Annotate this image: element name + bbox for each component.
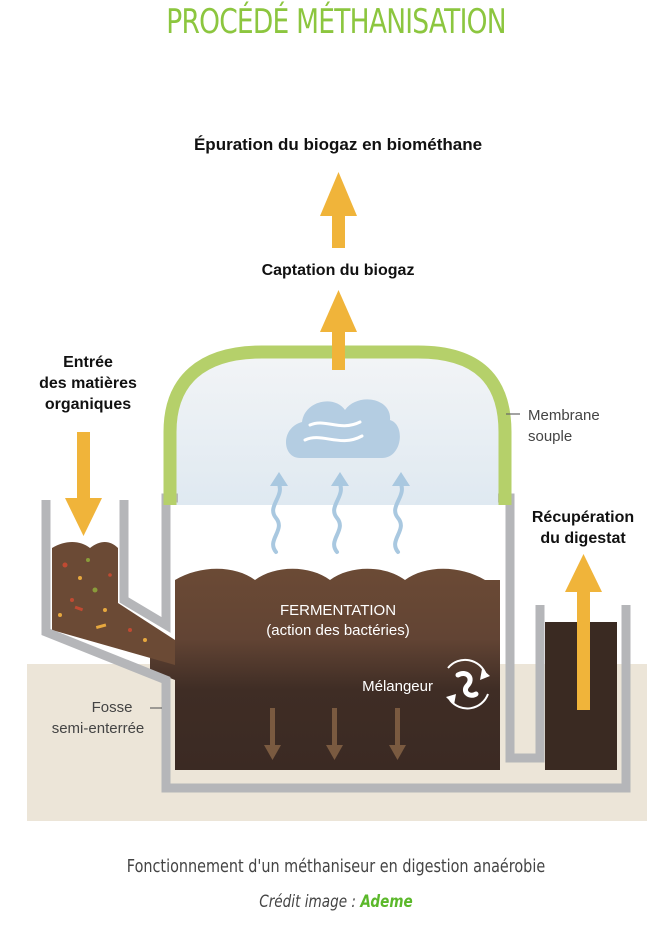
credit-prefix: Crédit image : [259,892,361,912]
methanisation-diagram: Épuration du biogaz en biométhane Captat… [27,135,647,821]
gas-rising-arrows [271,480,404,554]
digestate-mass [150,568,500,770]
label-entree-1: Entrée [63,354,113,371]
page-title: PROCÉDÉ MÉTHANISATION [166,2,506,42]
label-captation: Captation du biogaz [262,262,415,279]
label-fosse-2: semi-enterrée [52,720,145,737]
inlet-material [52,542,175,665]
label-fosse-1: Fosse [92,699,133,716]
label-entree-2: des matières [39,375,137,392]
label-membrane-1: Membrane [528,407,600,424]
label-membrane-2: souple [528,428,572,445]
organic-specks [58,558,147,642]
label-melangeur: Mélangeur [362,678,433,695]
image-credit: Crédit image : Ademe [67,892,605,912]
mixer-icon [446,658,490,710]
settling-arrows [264,708,406,760]
credit-link[interactable]: Ademe [360,892,413,912]
label-recuperation-1: Récupération [532,509,634,526]
label-fermentation-1: FERMENTATION [280,602,396,619]
label-epuration: Épuration du biogaz en biométhane [194,135,482,154]
label-fermentation-2: (action des bactéries) [266,622,409,639]
figure-caption: Fonctionnement d'un méthaniseur en diges… [126,856,546,877]
label-entree-3: organiques [45,396,131,413]
biogas-cloud [286,399,400,458]
label-recuperation-2: du digestat [540,530,626,547]
flow-arrows [65,172,602,710]
